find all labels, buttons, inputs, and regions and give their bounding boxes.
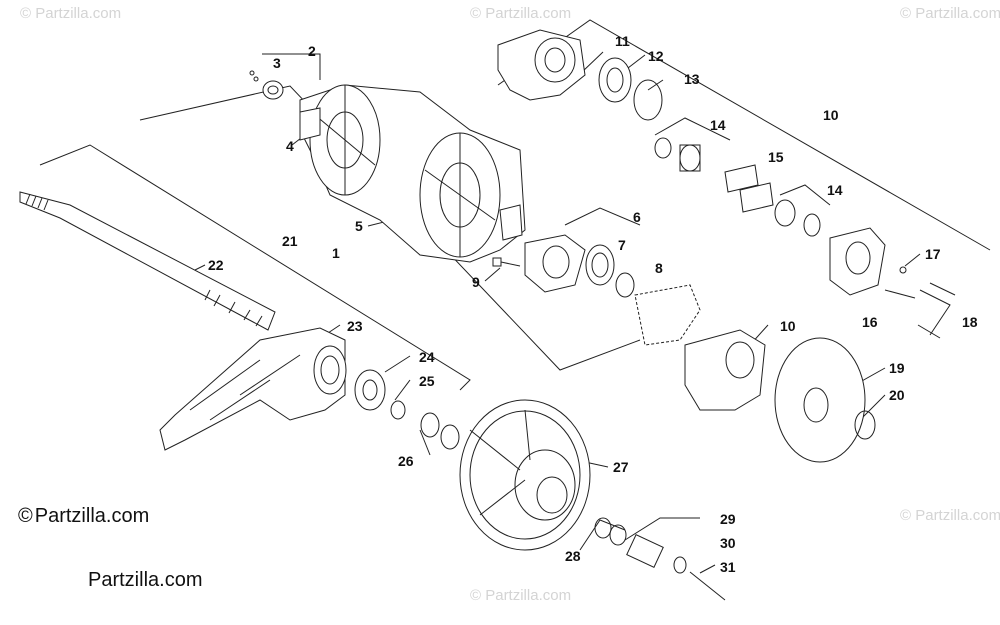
leader-line [627, 54, 646, 69]
leader-line [484, 267, 501, 282]
bleeder-part-17 [899, 266, 907, 274]
chaincase-arm-part-23 [159, 327, 347, 451]
copyright-text-line2: Partzilla.com [88, 569, 203, 591]
ring-part-14b [803, 213, 821, 237]
callout-27: 27 [613, 459, 629, 475]
brake-disc-part-19 [774, 337, 866, 463]
callout-14: 14 [710, 117, 726, 133]
washer-part-30 [673, 556, 687, 574]
bearing-part-12 [598, 57, 632, 103]
leader-line [394, 379, 411, 401]
callout-17: 17 [925, 246, 941, 262]
callout-19: 19 [889, 360, 905, 376]
leader-line [384, 355, 411, 373]
bracket-line [39, 144, 471, 391]
callout-26: 26 [398, 453, 414, 469]
bolt-part-18 [929, 282, 956, 296]
leader-line [581, 51, 604, 73]
callout-10b: 10 [780, 318, 796, 334]
washer-part-26b [440, 424, 460, 450]
callout-10: 10 [823, 107, 839, 123]
bolt-part-9 [492, 257, 521, 267]
bracket-line [919, 289, 951, 336]
callout-18: 18 [962, 314, 978, 330]
callout-3: 3 [273, 55, 281, 71]
bracket-line [419, 429, 431, 456]
bushing-part-14b [774, 199, 796, 227]
gear-assembly-part-1 [299, 84, 526, 263]
ring-part-8 [615, 272, 635, 298]
callout-29: 29 [720, 511, 736, 527]
plate-part-6 [524, 234, 586, 293]
callout-5: 5 [355, 218, 363, 234]
callout-9: 9 [472, 274, 480, 290]
callout-6: 6 [633, 209, 641, 225]
bracket-line [262, 53, 321, 80]
snap-ring-part-20 [854, 410, 876, 440]
leader-line [859, 367, 886, 383]
callout-30: 30 [720, 535, 736, 551]
leader-line [904, 253, 921, 267]
bolt-part-31 [689, 571, 726, 601]
bearing-part-24 [354, 369, 386, 411]
ring-part-28b [609, 524, 627, 546]
bracket-line [654, 117, 731, 141]
leader-line [699, 564, 716, 574]
copyright-notice: ©Partzilla.com Partzilla.com [18, 505, 202, 591]
watermark: © Partzilla.com [900, 507, 1000, 524]
callout-16: 16 [862, 314, 878, 330]
caliper-part-10-top [497, 29, 586, 101]
ring-part-28 [594, 517, 612, 539]
callout-15: 15 [768, 149, 784, 165]
callout-14b: 14 [827, 182, 843, 198]
copyright-text: Partzilla.com [34, 505, 150, 527]
bearing-part-2 [249, 70, 284, 100]
callout-25: 25 [419, 373, 435, 389]
copyright-symbol: © [18, 505, 33, 527]
callout-7: 7 [618, 237, 626, 253]
bracket-line [564, 207, 641, 226]
shaft-part-22 [19, 191, 276, 331]
bracket-line [779, 184, 831, 206]
callout-31: 31 [720, 559, 736, 575]
callout-23: 23 [347, 318, 363, 334]
ring-part-13 [633, 79, 663, 121]
driven-sprocket-part-27 [459, 399, 591, 551]
caliper-part-10-right [829, 227, 886, 296]
callout-24: 24 [419, 349, 435, 365]
callout-11: 11 [615, 33, 630, 49]
brake-pads-part-15 [724, 164, 774, 213]
watermark: © Partzilla.com [20, 5, 121, 22]
callout-28: 28 [565, 548, 581, 564]
callout-2: 2 [308, 43, 316, 59]
seal-part-7 [585, 244, 615, 286]
bracket-line [624, 517, 700, 541]
bracket-line [579, 519, 626, 551]
callout-21: 21 [282, 233, 298, 249]
pin-part-16 [884, 289, 916, 299]
watermark: © Partzilla.com [470, 587, 571, 604]
callout-8: 8 [655, 260, 663, 276]
caliper-part-10-lower [634, 284, 766, 411]
callout-4: 4 [286, 138, 294, 154]
spacer-part-29 [626, 534, 664, 568]
callout-12: 12 [648, 48, 664, 64]
callout-13: 13 [684, 71, 700, 87]
snap-ring-part-25 [390, 400, 406, 420]
leader-line [859, 394, 886, 421]
watermark: © Partzilla.com [900, 5, 1000, 22]
bushing-part-14 [679, 144, 701, 172]
callout-1: 1 [332, 245, 340, 261]
washer-part-26 [420, 412, 440, 438]
leader-line [647, 79, 664, 91]
bolt-part-18b [917, 324, 941, 339]
watermark: © Partzilla.com [470, 5, 571, 22]
callout-20: 20 [889, 387, 905, 403]
ring-part-14 [654, 137, 672, 159]
callout-22: 22 [208, 257, 224, 273]
